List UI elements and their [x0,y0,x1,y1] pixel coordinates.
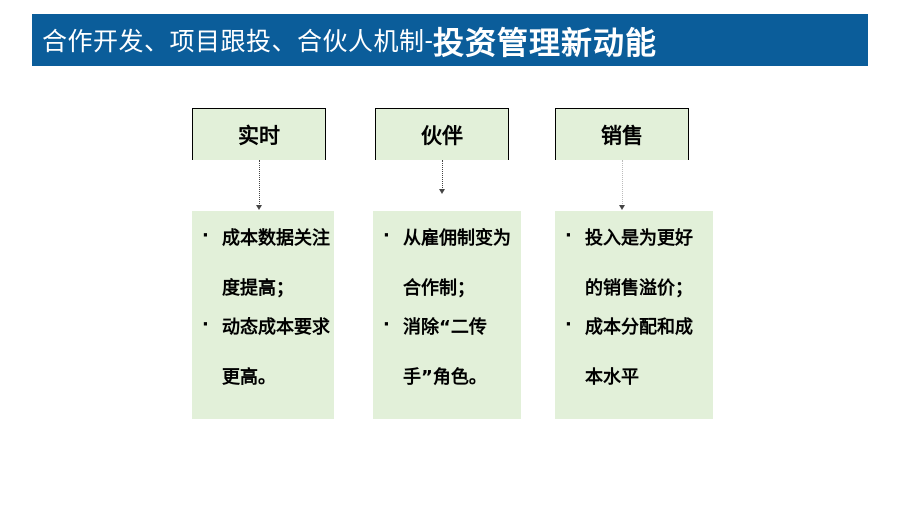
heading-box-partner: 伙伴 [375,108,509,160]
bullet-item: · 投入是为更好的销售溢价； [565,225,713,314]
bullet-text: 成本分配和成本水平 [585,317,693,388]
heading-box-realtime: 实时 [192,108,326,160]
heading-label: 实时 [238,123,280,148]
heading-label: 销售 [601,123,643,148]
arrow-down-icon [439,189,445,194]
bullet-marker: · [565,314,572,335]
title-banner: 合作开发、项目跟投、合伙人机制 - 投资管理新动能 [32,14,868,66]
arrow-down-icon [619,205,625,210]
bullet-marker: · [383,225,390,246]
heading-box-sales: 销售 [555,108,689,160]
content-box-realtime: · 成本数据关注度提高； · 动态成本要求更高。 [192,211,334,419]
bullet-item: · 消除“二传手”角色。 [383,314,521,403]
title-main: 合作开发、项目跟投、合伙人机制 [42,27,425,56]
title-separator: - [424,25,433,55]
heading-label: 伙伴 [421,123,463,148]
bullet-marker: · [383,314,390,335]
connector-line [259,160,260,206]
bullet-marker: · [202,314,209,335]
bullet-text: 动态成本要求更高。 [222,317,330,388]
content-box-partner: · 从雇佣制变为合作制； · 消除“二传手”角色。 [373,211,521,419]
content-box-sales: · 投入是为更好的销售溢价； · 成本分配和成本水平 [555,211,713,419]
bullet-item: · 成本数据关注度提高； [202,225,334,314]
connector-line [442,160,443,190]
bullet-item: · 从雇佣制变为合作制； [383,225,521,314]
title-emphasis: 投资管理新动能 [432,25,657,62]
bullet-marker: · [202,225,209,246]
arrow-down-icon [256,205,262,210]
bullet-text: 消除“二传手”角色。 [403,317,487,388]
bullet-text: 成本数据关注度提高； [222,228,330,299]
bullet-marker: · [565,225,572,246]
bullet-text: 从雇佣制变为合作制； [403,228,511,299]
bullet-text: 投入是为更好的销售溢价； [585,228,693,299]
connector-line [622,160,623,206]
bullet-item: · 成本分配和成本水平 [565,314,713,403]
bullet-item: · 动态成本要求更高。 [202,314,334,403]
